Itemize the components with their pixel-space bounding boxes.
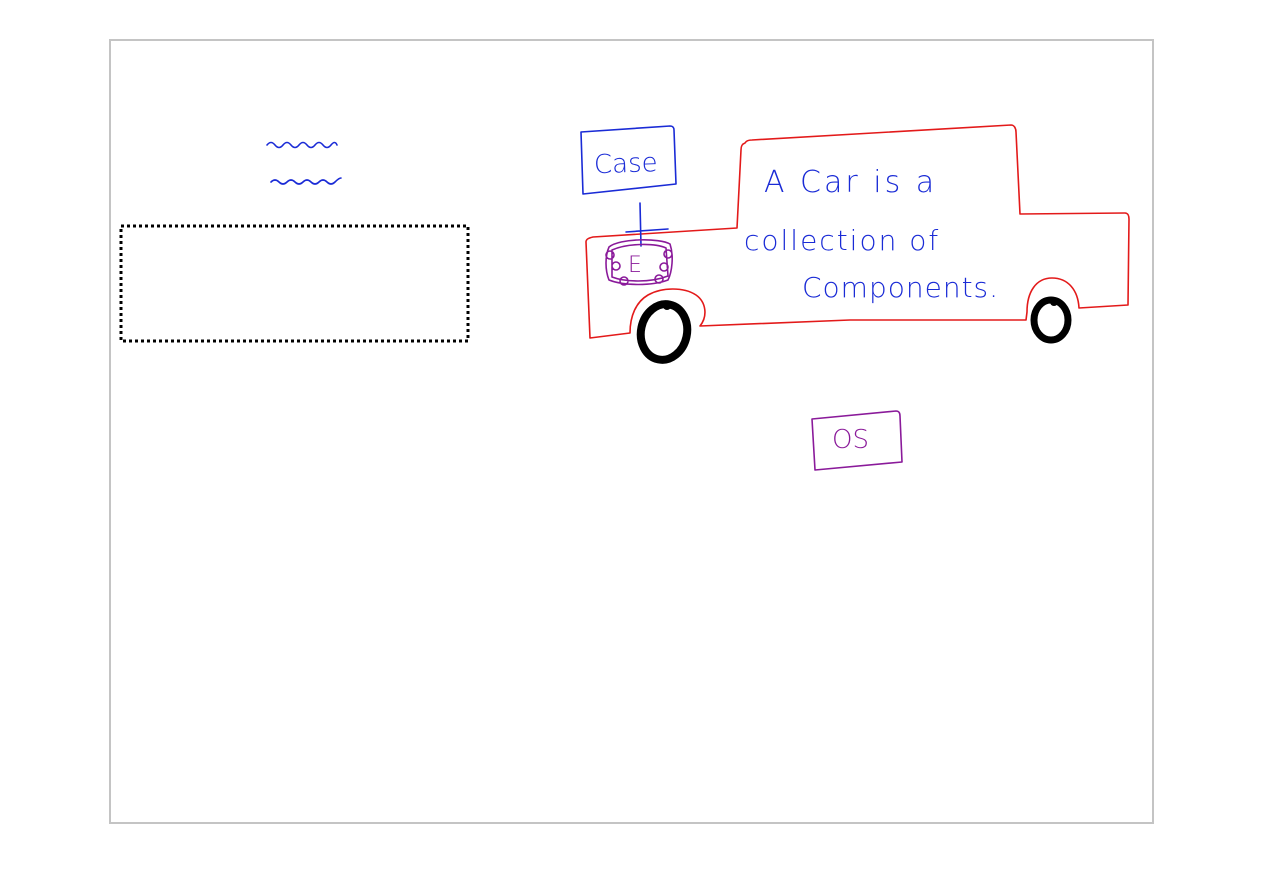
scribble-line-1 — [266, 141, 338, 149]
rear-wheel-hub — [1050, 298, 1058, 306]
caption-line-2: collection of — [744, 224, 940, 257]
case-connector-line — [625, 202, 669, 247]
scribble-line-2 — [270, 177, 342, 185]
selection-box[interactable] — [119, 224, 470, 343]
caption-line-1: A Car is a — [764, 165, 937, 200]
rear-wheel — [1030, 296, 1072, 344]
front-wheel-hub — [663, 302, 671, 310]
os-box[interactable] — [811, 410, 903, 471]
caption-line-3: Components. — [802, 271, 999, 304]
engine-block[interactable] — [605, 239, 673, 286]
case-label: Case — [593, 148, 658, 180]
car-body-outline — [585, 124, 1130, 339]
engine-label: E — [628, 253, 642, 278]
whiteboard-canvas[interactable] — [109, 39, 1154, 824]
front-wheel — [636, 300, 692, 364]
case-box[interactable] — [580, 125, 677, 195]
os-label: OS — [832, 425, 869, 455]
